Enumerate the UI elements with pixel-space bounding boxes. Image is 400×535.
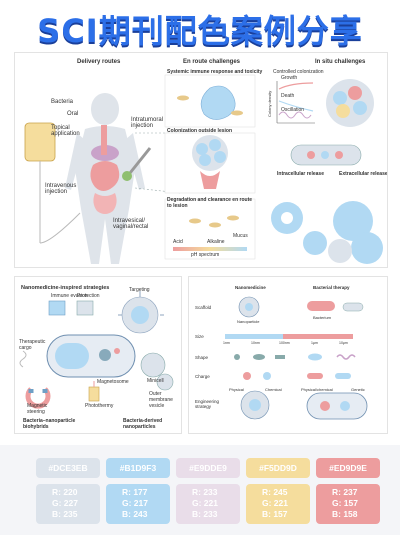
left-immune: Immune evasion bbox=[51, 293, 88, 299]
insitu-density: Colony density bbox=[267, 90, 272, 117]
top-figure-illustration bbox=[24, 74, 383, 264]
left-magnetosome: Magnetosome bbox=[97, 379, 129, 385]
left-targeting: Targeting bbox=[129, 287, 150, 293]
insitu-death: Death bbox=[281, 93, 295, 99]
right-bacterium: Bacterium bbox=[313, 315, 332, 320]
swatch-g-value: G: 227 bbox=[52, 498, 78, 508]
enroute-colonization: Colonization outside lesion bbox=[167, 128, 232, 134]
swatch-hex-3: #E9DDE9 bbox=[176, 458, 240, 478]
top-figure-panel: Delivery routes Bacteria Oral Topical ap… bbox=[14, 52, 388, 268]
label-intratumoral: Intratumoral injection bbox=[131, 117, 164, 129]
right-row-size: Size bbox=[195, 334, 204, 339]
right-row-charge: Charge bbox=[195, 374, 210, 379]
label-topical: Topical application bbox=[51, 125, 80, 137]
swatch-r-value: R: 177 bbox=[122, 487, 148, 497]
right-size-1um: 1μm bbox=[311, 341, 318, 345]
insitu-intracellular: Intracellular release bbox=[277, 171, 324, 177]
swatch-b-value: B: 235 bbox=[52, 509, 78, 519]
swatch-g-value: G: 221 bbox=[192, 498, 218, 508]
left-figure-illustration bbox=[19, 291, 174, 409]
left-minicell: Minicell bbox=[147, 378, 164, 384]
insitu-oscillation: Oscillation bbox=[281, 107, 305, 113]
right-genetic: Genetic bbox=[351, 387, 365, 392]
insitu-heading: In situ challenges bbox=[315, 59, 366, 65]
left-figure-panel: Nanomedicine-inspired strategies Immune … bbox=[14, 276, 182, 434]
left-derived: Bacteria-derived nanoparticles bbox=[123, 418, 163, 430]
swatch-r-value: R: 220 bbox=[52, 487, 78, 497]
right-size-100nm: 100nm bbox=[279, 341, 290, 345]
ph-acid: Acid bbox=[173, 239, 183, 245]
right-size-10um: 10μm bbox=[339, 341, 348, 345]
page-title: SCI期刊配色案例分享 bbox=[37, 12, 363, 50]
ph-alkaline: Alkaline bbox=[207, 239, 225, 245]
label-intravenous: Intravenous injection bbox=[45, 183, 77, 195]
swatch-r-value: R: 245 bbox=[262, 487, 288, 497]
swatch-b-value: B: 157 bbox=[262, 509, 288, 519]
swatch-g-value: G: 217 bbox=[122, 498, 148, 508]
insitu-growth: Growth bbox=[281, 75, 298, 81]
ph-spectrum: pH spectrum bbox=[191, 252, 220, 258]
label-bacteria: Bacteria bbox=[51, 99, 74, 105]
swatch-b-value: B: 243 bbox=[122, 509, 148, 519]
swatch-g-value: G: 157 bbox=[332, 498, 358, 508]
right-physchem: Physical/chemical bbox=[301, 387, 333, 392]
swatch-hex-5: #ED9D9E bbox=[316, 458, 380, 478]
left-protection: Protection bbox=[77, 293, 100, 299]
right-figure-panel: Nanomedicine Bacterial therapy Scaffold … bbox=[188, 276, 388, 434]
right-row-scaffold: Scaffold bbox=[195, 305, 212, 310]
right-size-1nm: 1nm bbox=[223, 341, 230, 345]
left-magnetic: Magnetic steering bbox=[27, 403, 48, 415]
enroute-heading: En route challenges bbox=[183, 59, 241, 65]
right-chemical: Chemical bbox=[265, 387, 282, 392]
left-biohybrids: Bacteria–nanoparticle biohybrids bbox=[23, 418, 76, 430]
insitu-controlled: Controlled colonization bbox=[273, 69, 324, 75]
swatch-r-value: R: 233 bbox=[192, 487, 218, 497]
right-row-engineering: Engineering strategy bbox=[195, 399, 220, 409]
enroute-immune: Systemic immune response and toxicity bbox=[167, 69, 263, 75]
left-omv: Outer membrane vesicle bbox=[149, 391, 173, 409]
left-heading: Nanomedicine-inspired strategies bbox=[21, 285, 110, 291]
right-col-nano: Nanomedicine bbox=[235, 285, 266, 290]
right-size-10nm: 10nm bbox=[251, 341, 260, 345]
swatch-g-value: G: 221 bbox=[262, 498, 288, 508]
swatch-hex-2: #B1D9F3 bbox=[106, 458, 170, 478]
delivery-heading: Delivery routes bbox=[77, 59, 121, 65]
label-intravesical: Intravesical/ vaginal/rectal bbox=[113, 218, 149, 230]
swatch-b-value: B: 233 bbox=[192, 509, 218, 519]
left-photothermy: Photothermy bbox=[85, 403, 114, 409]
swatch-hex-1: #DCE3EB bbox=[36, 458, 100, 478]
right-col-bact: Bacterial therapy bbox=[313, 285, 350, 290]
right-figure-illustration bbox=[225, 296, 368, 420]
right-row-shape: Shape bbox=[195, 355, 209, 360]
left-cargo: Therapeutic cargo bbox=[19, 339, 46, 351]
enroute-degradation: Degradation and clearance en route to le… bbox=[167, 197, 253, 209]
swatch-b-value: B: 158 bbox=[332, 509, 358, 519]
swatch-hex-4: #F5DD9D bbox=[246, 458, 310, 478]
label-oral: Oral bbox=[67, 111, 79, 117]
right-nanoparticle: Nanoparticle bbox=[237, 319, 260, 324]
right-physical: Physical bbox=[229, 387, 244, 392]
insitu-extracellular: Extracellular release bbox=[339, 171, 388, 177]
ph-mucus: Mucus bbox=[233, 233, 248, 239]
swatch-r-value: R: 237 bbox=[332, 487, 358, 497]
